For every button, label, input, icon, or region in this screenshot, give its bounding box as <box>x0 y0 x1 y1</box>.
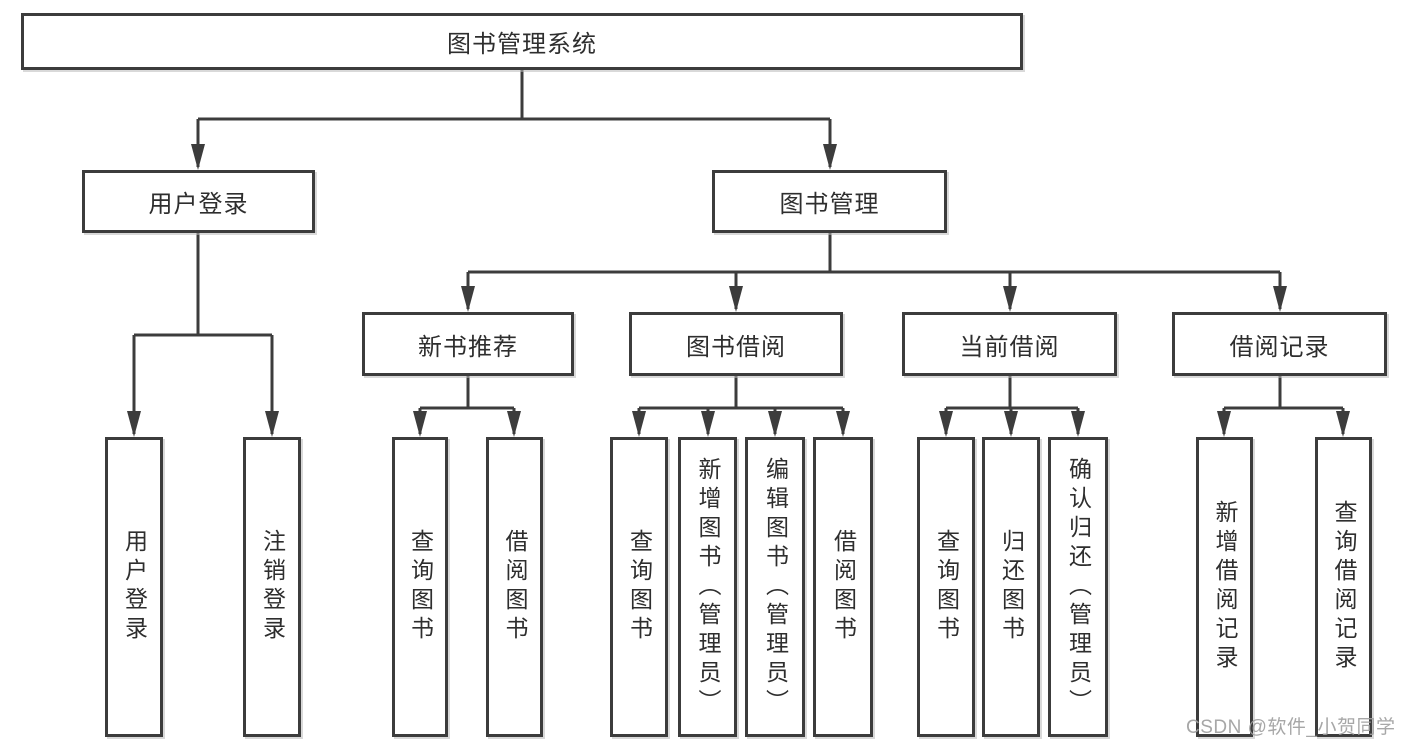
leaf-logout: 注销登录 <box>243 437 301 737</box>
node-label: 查询图书 <box>933 529 960 645</box>
arrowhead <box>701 411 715 437</box>
connector-borrowrecord-to-children <box>1222 376 1345 434</box>
arrowhead <box>939 411 953 437</box>
arrowhead <box>1004 411 1018 437</box>
node-label: 新书推荐 <box>418 333 518 361</box>
node-label: 编辑图书（管理员） <box>762 456 789 718</box>
node-label: 归还图书 <box>998 529 1025 645</box>
csdn-watermark: CSDN @软件_小贺同学 <box>1186 717 1396 738</box>
connector-userlogin-to-children <box>132 233 274 434</box>
node-label: 借阅记录 <box>1229 333 1330 361</box>
node-label: 新增图书（管理员） <box>695 456 721 718</box>
arrowhead <box>1217 411 1231 437</box>
node-label: 查询借阅记录 <box>1331 500 1357 674</box>
leaf-borrow-books: 借阅图书 <box>813 437 873 737</box>
node-new-book-recommend: 新书推荐 <box>362 312 574 376</box>
leaf-add-books-admin: 新增图书（管理员） <box>678 437 737 737</box>
arrowhead <box>1273 286 1287 312</box>
connector-bookborrow-to-children <box>637 376 845 434</box>
arrowhead <box>413 411 427 437</box>
connector-root-to-level2 <box>196 69 832 167</box>
node-label: 借阅图书 <box>830 529 857 645</box>
arrowhead <box>191 144 205 170</box>
arrowhead <box>823 144 837 170</box>
node-current-borrowing: 当前借阅 <box>902 312 1117 376</box>
leaf-query-books-current: 查询图书 <box>917 437 975 737</box>
node-label: 用户登录 <box>121 529 148 645</box>
node-user-login: 用户登录 <box>82 170 315 233</box>
arrowhead <box>1336 411 1350 437</box>
node-label: 图书管理 <box>779 191 880 218</box>
node-label: 当前借阅 <box>959 333 1060 361</box>
arrowhead <box>729 286 743 312</box>
node-label: 新增借阅记录 <box>1212 500 1238 674</box>
node-book-borrowing: 图书借阅 <box>629 312 843 376</box>
node-book-management: 图书管理 <box>712 170 947 233</box>
arrowhead <box>768 411 782 437</box>
node-label: 查询图书 <box>407 529 434 645</box>
arrowhead <box>1071 411 1085 437</box>
leaf-borrow-books-recommend: 借阅图书 <box>486 437 543 737</box>
node-borrowing-records: 借阅记录 <box>1172 312 1387 376</box>
leaf-query-books-recommend: 查询图书 <box>392 437 448 737</box>
arrowhead <box>461 286 475 312</box>
connector-currentborrow-to-children <box>944 376 1080 434</box>
node-label: 用户登录 <box>148 191 249 218</box>
node-label: 借阅图书 <box>502 529 528 645</box>
leaf-add-borrow-record: 新增借阅记录 <box>1196 437 1253 737</box>
leaf-return-books: 归还图书 <box>982 437 1040 737</box>
leaf-confirm-return-admin: 确认归还（管理员） <box>1048 437 1108 737</box>
node-library-management-system: 图书管理系统 <box>21 13 1023 70</box>
node-label: 查询图书 <box>626 529 653 645</box>
connector-bookmgmt-to-level3 <box>466 233 1282 309</box>
leaf-query-borrow-record: 查询借阅记录 <box>1315 437 1372 737</box>
node-label: 注销登录 <box>259 529 286 645</box>
arrowhead <box>1003 286 1017 312</box>
node-label: 确认归还（管理员） <box>1065 456 1092 718</box>
arrowhead <box>265 411 279 437</box>
leaf-user-login: 用户登录 <box>105 437 163 737</box>
arrowhead <box>127 411 141 437</box>
arrowhead <box>632 411 646 437</box>
arrowhead <box>836 411 850 437</box>
leaf-edit-books-admin: 编辑图书（管理员） <box>745 437 805 737</box>
leaf-query-books-borrowing: 查询图书 <box>610 437 668 737</box>
node-label: 图书管理系统 <box>447 31 597 58</box>
arrowhead <box>507 411 521 437</box>
node-label: 图书借阅 <box>686 333 786 361</box>
connector-newbook-to-children <box>418 376 516 434</box>
